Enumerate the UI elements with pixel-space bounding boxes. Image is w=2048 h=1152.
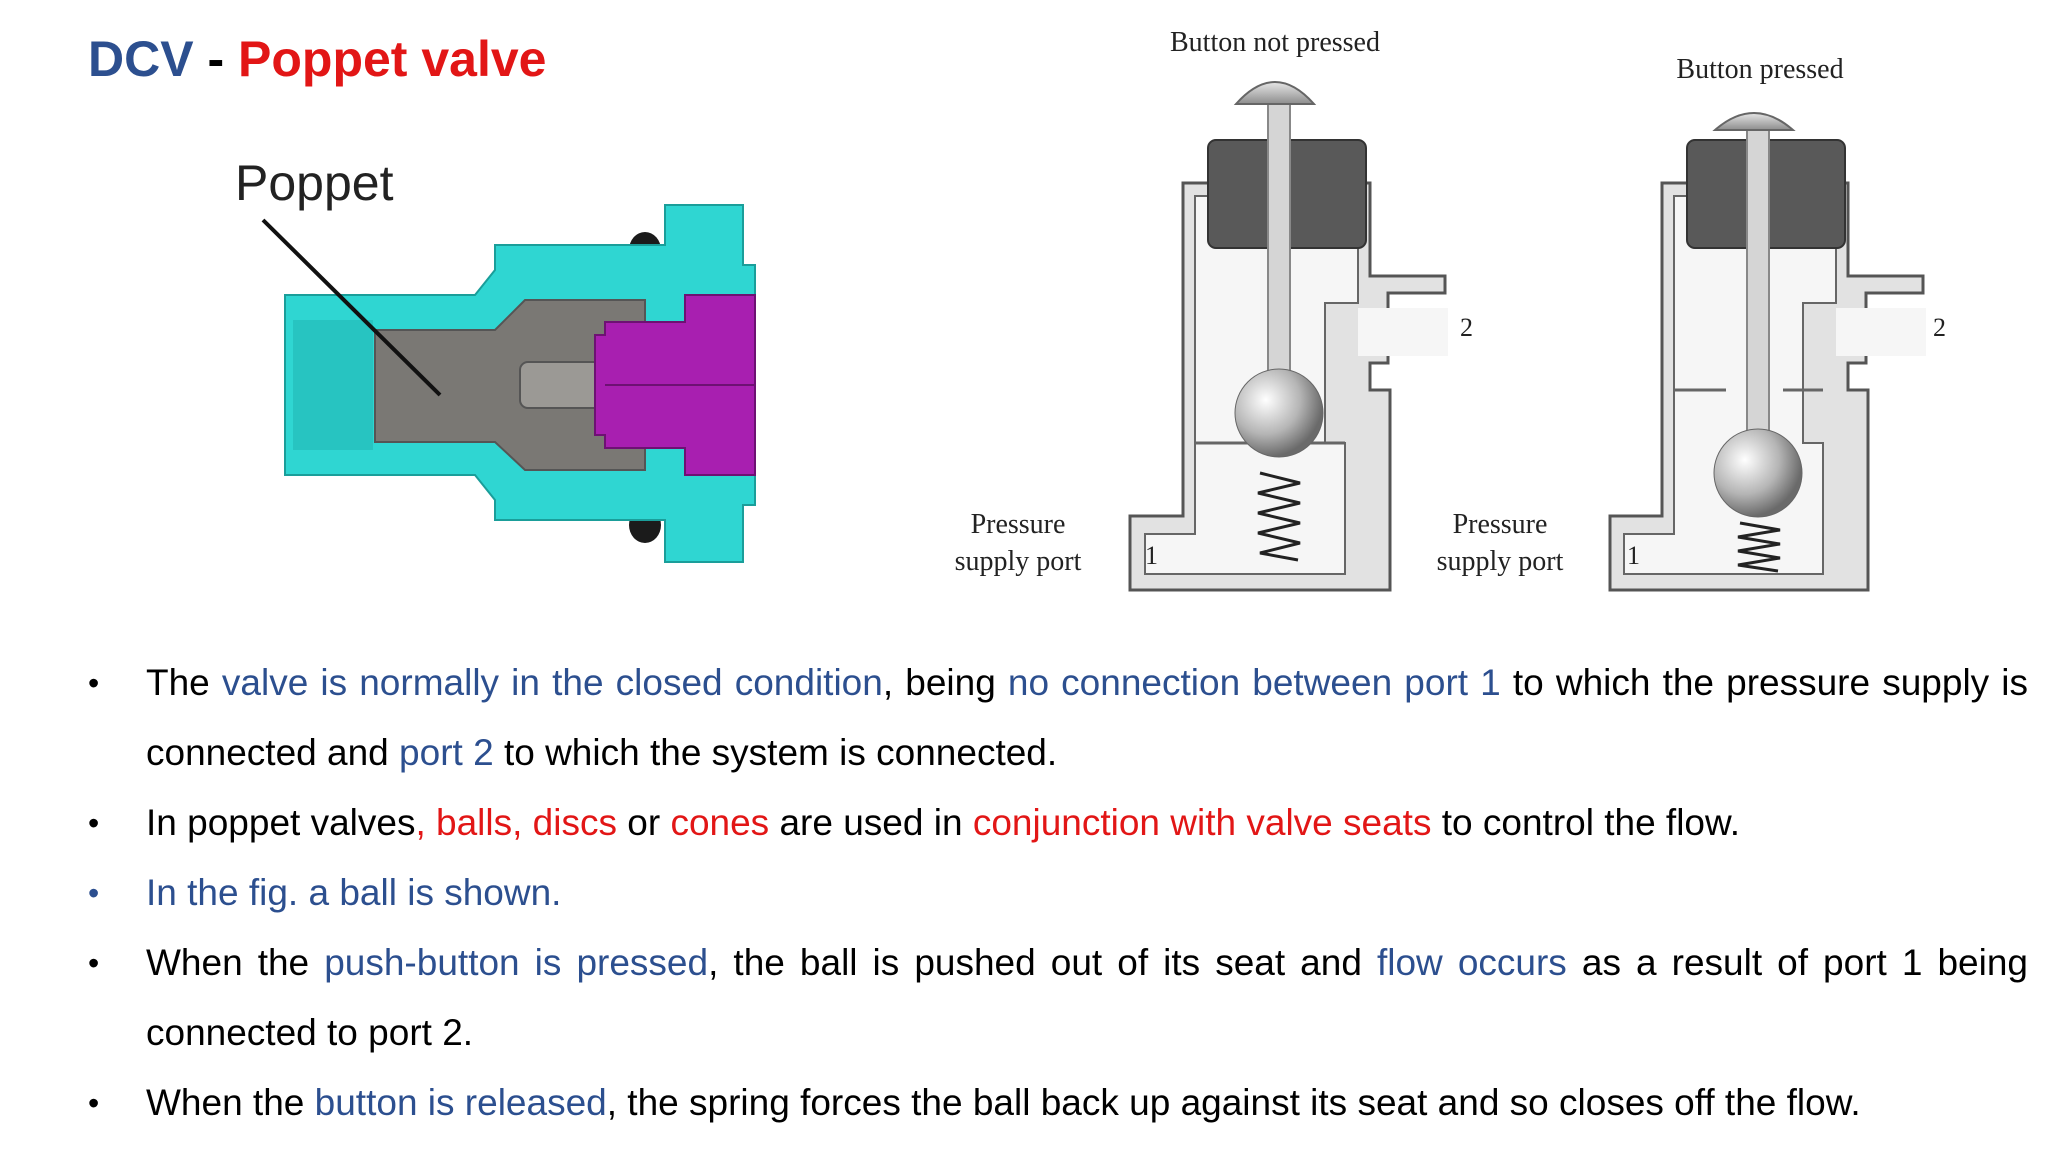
bullet-list: • The valve is normally in the closed con…	[88, 648, 2028, 1138]
bullet-segment: to which the system is connected.	[493, 732, 1058, 773]
supply-label-left-line2: supply port	[955, 546, 1082, 577]
bullet-segment: , being	[882, 662, 1008, 703]
bullet-item: • In poppet valves, balls, discs or cones…	[88, 788, 2028, 858]
supply-label-left-line1: Pressure	[971, 509, 1066, 540]
bullet-text: When the button is released, the spring …	[146, 1082, 1861, 1123]
push-button-valve-figure: Button not pressed Button pressed 2 1 Pr…	[955, 27, 1946, 592]
bullet-item: • In the fig. a ball is shown.	[88, 858, 2028, 928]
bullet-dot: •	[88, 945, 100, 981]
port-2-label-right: 2	[1933, 313, 1946, 342]
title-topic: Poppet valve	[238, 31, 547, 87]
highlighted-phrase: no connection between port 1	[1007, 662, 1501, 703]
bullet-item: • When the button is released, the spring…	[88, 1068, 2028, 1138]
highlighted-phrase: conjunction with valve seats	[972, 802, 1432, 843]
inlet-bore	[293, 320, 373, 450]
supply-label-right-line2: supply port	[1437, 546, 1564, 577]
highlighted-phrase: valve is normally in the closed conditio…	[221, 662, 883, 703]
port-1-label-left: 1	[1145, 541, 1158, 570]
caption-pressed: Button pressed	[1676, 54, 1843, 85]
bullet-text: In poppet valves, balls, discs or cones …	[146, 802, 1740, 843]
highlighted-phrase: , balls, discs	[415, 802, 617, 843]
bullet-dot: •	[88, 665, 100, 701]
bullet-segment: When the	[146, 1082, 315, 1123]
title-acronym: DCV	[88, 31, 194, 87]
bullet-segment: to control the flow.	[1431, 802, 1740, 843]
poppet-cross-section-figure: Poppet	[235, 155, 756, 563]
bullet-dot: •	[88, 875, 100, 911]
bullet-segment: When the	[146, 942, 325, 983]
valve-pressed: 2 1	[1608, 112, 1946, 592]
bullet-segment: In poppet valves	[146, 802, 416, 843]
valve-not-pressed: 2 1	[1128, 81, 1473, 592]
bullet-text: When the push-button is pressed, the bal…	[146, 942, 2028, 1053]
bullet-segment: or	[616, 802, 671, 843]
bullet-segment: are used in	[769, 802, 973, 843]
highlighted-phrase: cones	[670, 802, 770, 843]
poppet-pointer-line	[261, 218, 442, 397]
port-1-label-right: 1	[1627, 541, 1640, 570]
title-dash: -	[193, 31, 239, 87]
highlighted-phrase: port 2	[399, 732, 494, 773]
bullet-dot: •	[88, 1085, 100, 1121]
bullet-segment: as a result of port 1 being connected to…	[146, 942, 2029, 1053]
poppet-label: Poppet	[235, 155, 394, 211]
bullet-dot: •	[88, 805, 100, 841]
bullet-text: In the fig. a ball is shown.	[146, 872, 561, 913]
supply-label-right-line1: Pressure	[1453, 509, 1548, 540]
poppet-body	[374, 299, 646, 471]
bullet-segment: , the ball is pushed out of its seat and	[708, 942, 1377, 983]
caption-not-pressed: Button not pressed	[1170, 27, 1380, 58]
highlighted-phrase: button is released	[314, 1082, 607, 1123]
bullet-item: • The valve is normally in the closed con…	[88, 648, 2028, 788]
slide-title: DCV - Poppet valve	[88, 30, 546, 88]
bullet-segment: to which the pressure supply is connecte…	[146, 662, 2029, 773]
highlighted-phrase: flow occurs	[1376, 942, 1567, 983]
highlighted-phrase: push-button is pressed	[324, 942, 709, 983]
bullet-segment: , the spring forces the ball back up aga…	[606, 1082, 1861, 1123]
bullet-text: The valve is normally in the closed cond…	[146, 662, 2028, 773]
bullet-item: • When the push-button is pressed, the ba…	[88, 928, 2028, 1068]
port-2-label-left: 2	[1460, 313, 1473, 342]
bullet-segment: The	[146, 662, 222, 703]
highlighted-phrase: In the fig. a ball is shown.	[146, 872, 562, 913]
